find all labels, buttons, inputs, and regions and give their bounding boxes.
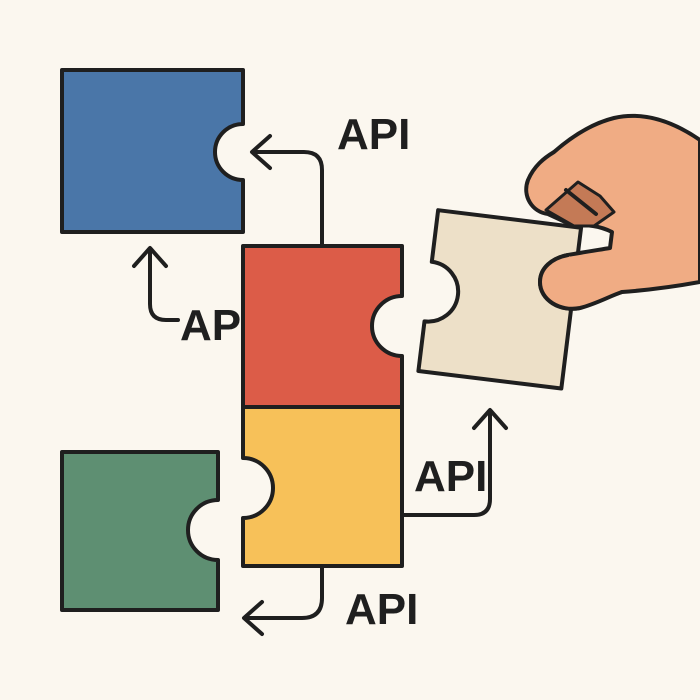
- finger-crease: [564, 188, 598, 216]
- arrowhead-top-left: [250, 134, 272, 170]
- red-puzzle-piece: [241, 244, 404, 409]
- api-label-left: AP: [180, 301, 241, 350]
- green-puzzle-piece: [60, 450, 220, 612]
- arrow-up-icon: [148, 248, 180, 322]
- hand-holding-piece-icon: [524, 113, 700, 311]
- api-label-top: API: [337, 110, 410, 159]
- blue-puzzle-piece: [60, 68, 245, 234]
- api-label-bottom: API: [345, 585, 418, 634]
- hand-thumb: [538, 253, 624, 311]
- arrowhead-up: [132, 246, 168, 268]
- api-label-right: API: [414, 452, 487, 501]
- arrowhead-up-right: [472, 408, 508, 430]
- beige-puzzle-piece-group: [416, 208, 584, 391]
- arrow-up-left-icon: [252, 150, 324, 246]
- arrow-down-left-icon: [244, 566, 324, 620]
- beige-puzzle-piece: [416, 208, 584, 391]
- arrowhead-bottom-left: [242, 600, 264, 636]
- arrow-up-right-icon: [401, 410, 492, 517]
- yellow-puzzle-piece: [241, 405, 404, 568]
